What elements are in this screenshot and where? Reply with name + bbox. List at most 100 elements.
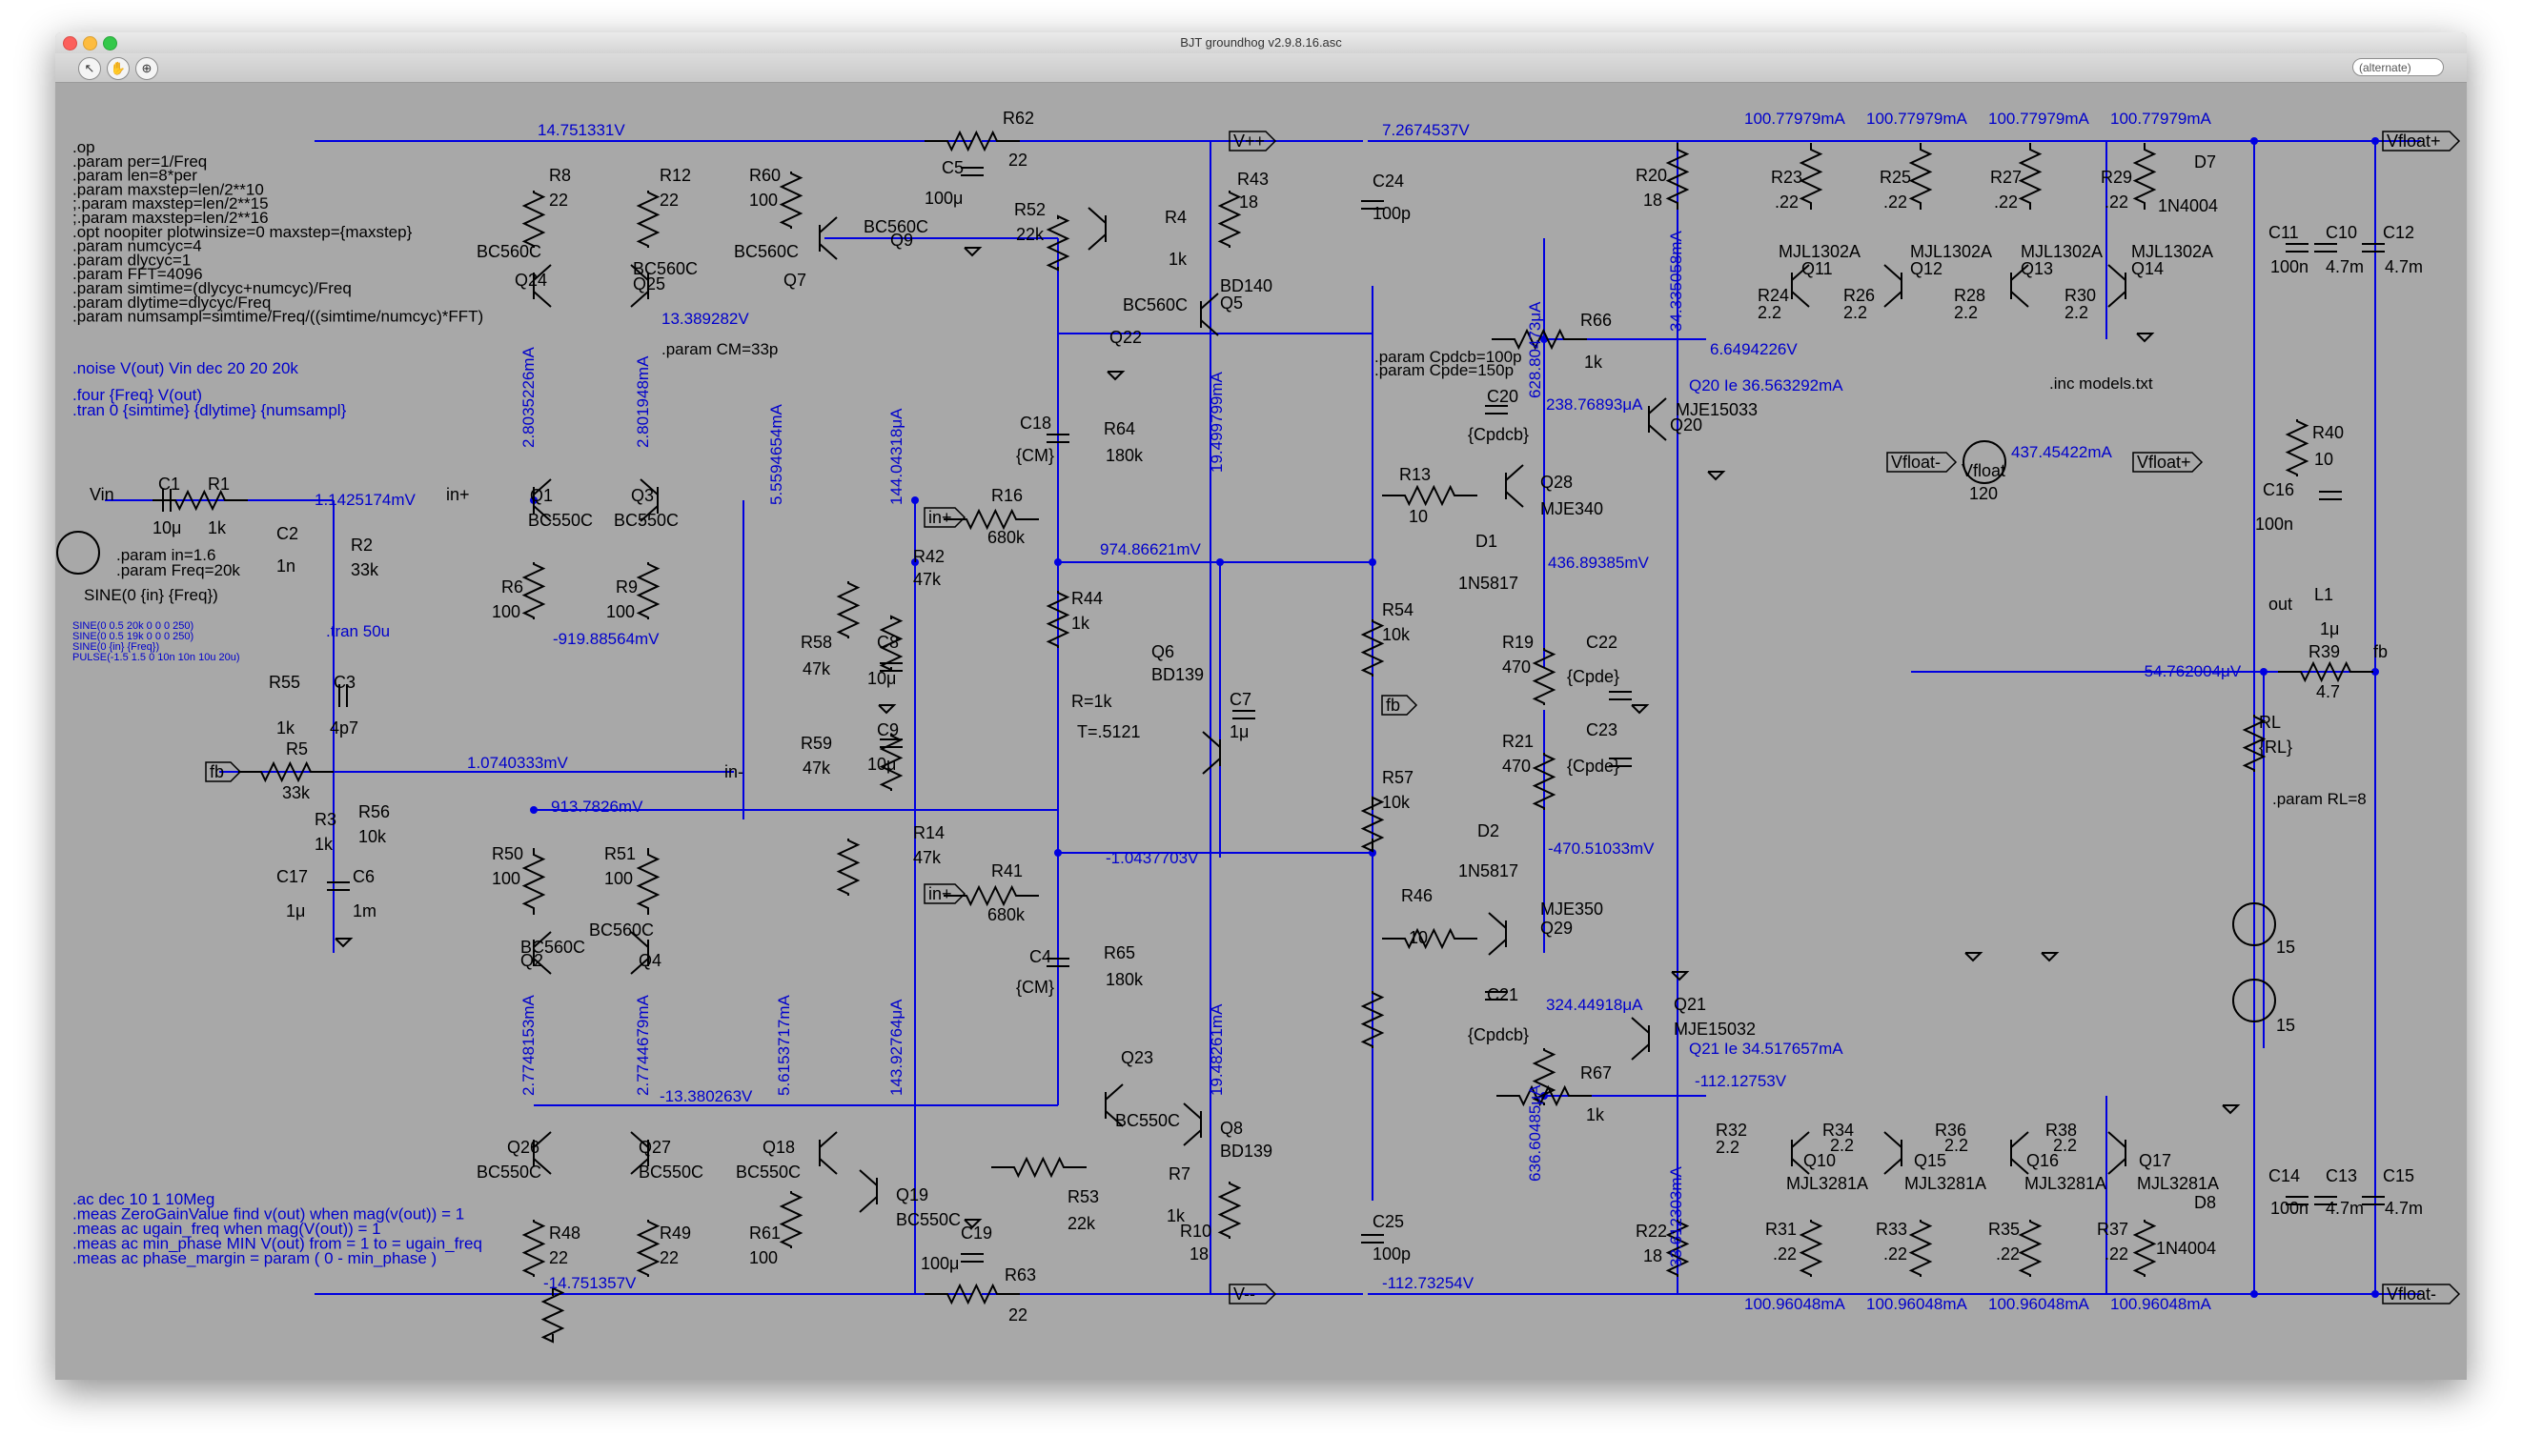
hand-tool-icon[interactable]: ✋ xyxy=(107,57,130,80)
resistor[interactable] xyxy=(1532,648,1556,705)
resistor[interactable] xyxy=(636,562,661,619)
resistor[interactable] xyxy=(879,615,904,672)
search-field[interactable]: (alternate) xyxy=(2352,58,2444,76)
capacitor[interactable] xyxy=(1047,958,1069,967)
voltage-source-icon[interactable] xyxy=(2232,902,2276,946)
transistor[interactable] xyxy=(1200,293,1219,336)
resistor[interactable] xyxy=(1908,1220,1933,1277)
transistor[interactable] xyxy=(1791,1131,1810,1175)
cursor-tool-icon[interactable]: ↖ xyxy=(78,57,101,80)
capacitor[interactable] xyxy=(2314,1196,2337,1205)
fb-net-label[interactable]: fb xyxy=(205,761,242,782)
resistor[interactable] xyxy=(1492,328,1587,351)
transistor[interactable] xyxy=(1791,264,1810,308)
resistor[interactable] xyxy=(636,1220,661,1277)
transistor[interactable] xyxy=(819,1131,838,1175)
resistor[interactable] xyxy=(2278,660,2373,683)
voltage-source-icon[interactable] xyxy=(1963,440,2006,484)
resistor[interactable] xyxy=(779,1191,803,1248)
resistor[interactable] xyxy=(1217,191,1242,248)
capacitor[interactable] xyxy=(2319,491,2342,500)
resistor[interactable] xyxy=(991,1156,1087,1179)
capacitor[interactable] xyxy=(961,167,984,176)
resistor[interactable] xyxy=(521,848,546,915)
transistor[interactable] xyxy=(1202,731,1221,775)
transistor[interactable] xyxy=(640,478,659,522)
resistor[interactable] xyxy=(1382,927,1477,950)
capacitor[interactable] xyxy=(2286,1196,2308,1205)
transistor[interactable] xyxy=(630,1131,649,1175)
transistor[interactable] xyxy=(2010,264,2029,308)
resistor[interactable] xyxy=(1360,991,1385,1048)
capacitor[interactable] xyxy=(1609,691,1632,700)
capacitor[interactable] xyxy=(1361,200,1384,210)
resistor[interactable] xyxy=(521,191,546,248)
resistor[interactable] xyxy=(1665,1220,1690,1277)
resistor[interactable] xyxy=(153,489,248,512)
resistor[interactable] xyxy=(1382,484,1477,507)
transistor[interactable] xyxy=(1648,397,1667,441)
resistor[interactable] xyxy=(2018,143,2043,210)
transistor[interactable] xyxy=(2107,264,2126,308)
in-plus-net-label-2[interactable]: in+ xyxy=(924,883,966,904)
transistor[interactable] xyxy=(533,1131,552,1175)
resistor[interactable] xyxy=(836,581,861,638)
capacitor[interactable] xyxy=(880,738,903,748)
resistor[interactable] xyxy=(925,130,1020,152)
capacitor[interactable] xyxy=(1047,434,1069,443)
resistor[interactable] xyxy=(238,760,334,783)
transistor[interactable] xyxy=(1183,1102,1202,1146)
resistor[interactable] xyxy=(636,191,661,248)
resistor[interactable] xyxy=(521,562,546,619)
capacitor[interactable] xyxy=(2362,1196,2385,1205)
transistor[interactable] xyxy=(859,1169,878,1213)
resistor[interactable] xyxy=(2285,419,2309,476)
transistor[interactable] xyxy=(533,264,552,308)
resistor[interactable] xyxy=(944,508,1039,531)
vfloat-plus-source-label[interactable]: Vfloat+ xyxy=(2132,452,2204,473)
transistor[interactable] xyxy=(533,478,552,522)
transistor[interactable] xyxy=(1505,464,1524,508)
resistor[interactable] xyxy=(1532,753,1556,810)
transistor[interactable] xyxy=(533,931,552,975)
vpp-net-label[interactable]: V++ xyxy=(1229,131,1277,152)
transistor[interactable] xyxy=(630,264,649,308)
resistor[interactable] xyxy=(925,1283,1020,1305)
resistor[interactable] xyxy=(521,1220,546,1277)
voltage-source-icon[interactable] xyxy=(56,531,100,575)
capacitor[interactable] xyxy=(2362,243,2385,253)
fb-net-label-2[interactable]: fb xyxy=(1381,695,1418,716)
resistor[interactable] xyxy=(2132,1220,2157,1277)
resistor[interactable] xyxy=(879,734,904,791)
resistor[interactable] xyxy=(1046,591,1070,648)
resistor[interactable] xyxy=(1496,1084,1592,1107)
resistor[interactable] xyxy=(2242,715,2267,772)
capacitor[interactable] xyxy=(961,1253,984,1263)
transistor[interactable] xyxy=(1088,207,1107,251)
capacitor[interactable] xyxy=(162,489,172,512)
resistor[interactable] xyxy=(1360,796,1385,853)
resistor[interactable] xyxy=(1360,619,1385,677)
in-plus-net-label[interactable]: in+ xyxy=(924,507,966,528)
resistor[interactable] xyxy=(1217,1182,1242,1239)
resistor[interactable] xyxy=(779,172,803,229)
vmm-net-label[interactable]: V-- xyxy=(1229,1284,1277,1304)
resistor[interactable] xyxy=(944,884,1039,907)
resistor[interactable] xyxy=(1665,143,1690,210)
transistor[interactable] xyxy=(630,931,649,975)
capacitor[interactable] xyxy=(2314,243,2337,253)
transistor[interactable] xyxy=(1105,1083,1124,1127)
transistor[interactable] xyxy=(1631,1017,1650,1061)
transistor[interactable] xyxy=(1883,1131,1902,1175)
capacitor[interactable] xyxy=(2286,243,2308,253)
resistor[interactable] xyxy=(636,848,661,915)
resistor[interactable] xyxy=(1908,143,1933,210)
capacitor[interactable] xyxy=(1485,991,1508,1001)
transistor[interactable] xyxy=(819,216,838,260)
close-button[interactable] xyxy=(63,36,77,51)
zoom-button[interactable] xyxy=(103,36,117,51)
voltage-source-icon[interactable] xyxy=(2232,979,2276,1022)
capacitor[interactable] xyxy=(880,662,903,672)
capacitor[interactable] xyxy=(338,684,348,707)
capacitor[interactable] xyxy=(327,881,350,891)
